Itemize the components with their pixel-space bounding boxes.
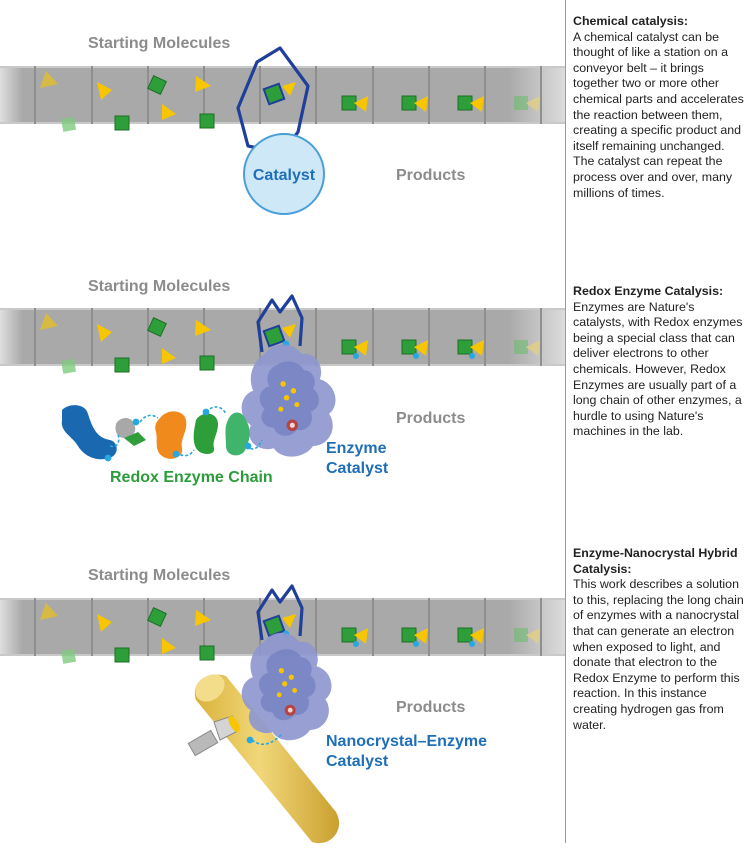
column-divider (565, 0, 566, 843)
product-molecule (457, 339, 484, 359)
yellow-triangle-icon (97, 82, 112, 100)
electron-dot-icon (246, 736, 254, 744)
green-square-icon (61, 116, 77, 132)
product-molecule (341, 95, 368, 112)
catalyst-station: Catalyst (236, 46, 325, 215)
product-molecule (401, 339, 428, 359)
chain-enzyme-4 (193, 413, 218, 454)
enzyme-label-line1: Enzyme (326, 440, 387, 457)
panel-chemical-catalysis: Starting Molecules (0, 35, 565, 215)
product-molecule (401, 627, 428, 647)
chain-enzyme-1 (61, 405, 117, 460)
hybrid-label-line1: Nanocrystal–Enzyme (326, 733, 487, 750)
products-label: Products (396, 167, 465, 184)
panel-redox-enzyme-catalysis: Starting Molecules (0, 278, 565, 486)
redox-enzyme-chain (61, 405, 263, 462)
product-molecule (457, 627, 484, 647)
panel-hybrid-catalysis: Starting Molecules (0, 567, 565, 844)
starting-molecules (40, 71, 215, 132)
product-molecule (457, 95, 484, 112)
green-square-icon (114, 115, 130, 131)
yellow-triangle-icon (162, 104, 176, 120)
yellow-triangle-icon (195, 76, 211, 92)
starting-molecules-label: Starting Molecules (88, 278, 230, 295)
description-title: Chemical catalysis: (573, 14, 689, 28)
green-square-icon (199, 113, 215, 129)
hybrid-enzyme (241, 584, 332, 741)
hybrid-label-line2: Catalyst (326, 753, 389, 770)
products-label: Products (396, 699, 465, 716)
starting-molecules (40, 603, 215, 664)
product-molecule (514, 628, 540, 644)
description-title: Redox Enzyme Catalysis: (573, 284, 724, 298)
yellow-triangle-icon (40, 71, 58, 88)
hybrid-catalysis-description: Enzyme-Nanocrystal Hybrid Catalysis: Thi… (573, 546, 748, 733)
product-molecule (341, 339, 368, 359)
products (341, 95, 540, 112)
conveyor-belt (0, 66, 565, 124)
diagram-canvas: Starting Molecules (0, 35, 565, 844)
description-body: Enzymes are Nature's catalysts, with Red… (573, 299, 743, 439)
enzyme-label-line2: Catalyst (326, 460, 389, 477)
product-molecule (514, 340, 540, 356)
chain-enzyme-3 (155, 411, 187, 459)
products-label: Products (396, 410, 465, 427)
products (341, 339, 540, 359)
description-body: This work describes a solution to this, … (573, 577, 744, 732)
products (341, 627, 540, 647)
yellow-triangle-icon (282, 82, 296, 96)
redox-enzyme-description: Redox Enzyme Catalysis: Enzymes are Natu… (573, 284, 748, 440)
product-molecule (514, 96, 540, 112)
description-title: Enzyme-Nanocrystal Hybrid Catalysis: (573, 546, 738, 576)
starting-molecules-label: Starting Molecules (88, 35, 230, 52)
enzyme-tether (256, 294, 304, 353)
green-square-icon (262, 82, 286, 106)
catalyst-label: Catalyst (253, 167, 316, 184)
catalyst-tether (236, 46, 310, 150)
product-molecule (401, 95, 428, 112)
enzyme-catalyst (241, 294, 336, 457)
chain-enzyme-5 (225, 412, 250, 456)
flashlight-icon (187, 715, 240, 757)
catalyst-sphere (243, 133, 325, 215)
description-body: A chemical catalyst can be thought of li… (573, 29, 744, 200)
redox-chain-label: Redox Enzyme Chain (110, 469, 273, 486)
starting-molecules (40, 313, 215, 374)
chemical-catalysis-description: Chemical catalysis: A chemical catalyst … (573, 14, 748, 201)
product-molecule (341, 627, 368, 647)
starting-molecules-label: Starting Molecules (88, 567, 230, 584)
green-square-icon (147, 75, 167, 95)
chain-enzyme-2 (115, 418, 136, 438)
